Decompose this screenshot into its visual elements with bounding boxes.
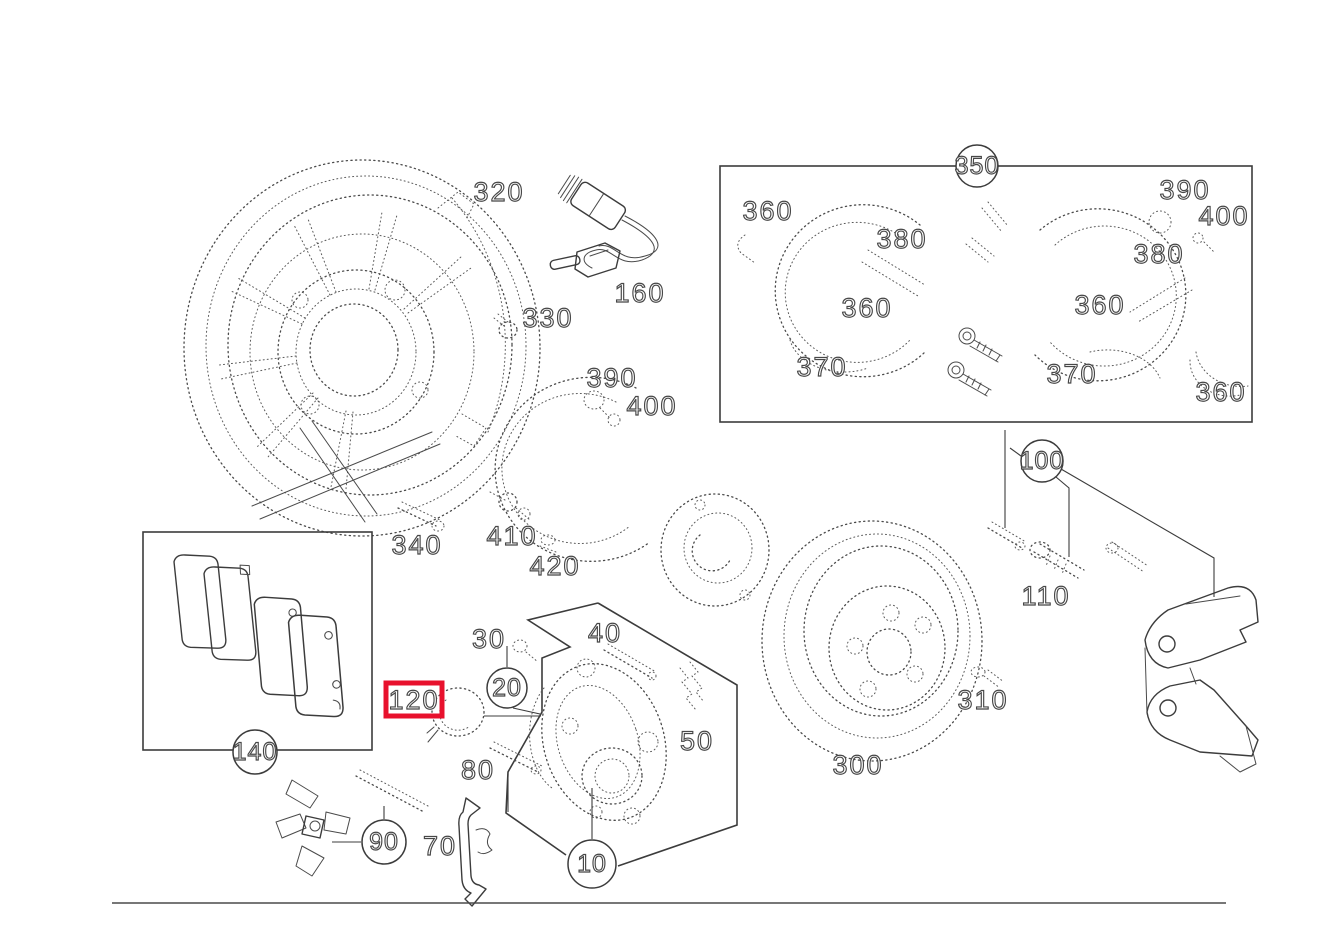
brake-disc-artwork	[761, 520, 983, 762]
svg-text:100: 100	[1020, 447, 1065, 475]
part-callout-410[interactable]: 410	[486, 520, 537, 551]
circled-callout-100[interactable]: 100	[1019, 439, 1065, 483]
backing-plate-artwork	[183, 159, 541, 537]
circled-callout-90[interactable]: 90	[361, 819, 407, 865]
pads-box-artwork	[142, 531, 373, 751]
sleeve-artwork-110	[1029, 541, 1085, 579]
part-callout-360[interactable]: 360	[742, 195, 793, 226]
part-callout-110[interactable]: 110	[1021, 580, 1070, 611]
shoe-bolts	[947, 327, 1003, 397]
seal-artwork-120	[426, 687, 485, 743]
shoe-hold-down-parts	[965, 201, 1009, 263]
wear-sensor-artwork	[549, 174, 659, 278]
callout-circle-90	[361, 819, 407, 865]
circled-callout-10[interactable]: 10	[567, 839, 617, 889]
part-callout-30[interactable]: 30	[471, 623, 506, 654]
screw-artwork-330	[493, 313, 518, 339]
part-callout-160[interactable]: 160	[614, 277, 665, 308]
brake-pads-artwork	[173, 554, 344, 718]
part-callout-390[interactable]: 390	[586, 362, 637, 393]
part-callout-70[interactable]: 70	[422, 830, 457, 861]
left-shoe-set	[737, 204, 926, 378]
circled-callout-140[interactable]: 140	[232, 729, 278, 775]
leader-lines	[332, 430, 1215, 843]
spring-artwork-340	[397, 501, 445, 532]
svg-text:120: 120	[388, 685, 439, 715]
spring-artwork-50	[679, 661, 705, 711]
part-callout-360[interactable]: 360	[1195, 376, 1246, 407]
caliper-box-outline	[505, 602, 738, 867]
caliper-artwork	[489, 639, 705, 825]
svg-text:350: 350	[955, 152, 1000, 180]
guide-pin-artwork-40	[603, 643, 657, 681]
drum-hub-artwork	[660, 493, 770, 607]
callout-circle-350	[955, 144, 999, 188]
part-callout-80[interactable]: 80	[460, 754, 495, 785]
part-callout-40[interactable]: 40	[587, 617, 622, 648]
clip-artwork-70	[458, 797, 493, 907]
part-callout-330[interactable]: 330	[522, 302, 573, 333]
part-callout-370[interactable]: 370	[1046, 358, 1097, 389]
callout-circle-20	[486, 667, 528, 709]
svg-text:20: 20	[492, 674, 522, 702]
spring-clip-artwork-90	[275, 769, 429, 877]
carrier-bracket-artwork	[1144, 585, 1259, 773]
part-callout-320[interactable]: 320	[473, 176, 524, 207]
part-callout-390[interactable]: 390	[1159, 174, 1210, 205]
part-callout-400[interactable]: 400	[1198, 200, 1249, 231]
callout-circle-10	[567, 839, 617, 889]
part-callout-50[interactable]: 50	[679, 725, 714, 756]
part-callout-370[interactable]: 370	[796, 351, 847, 382]
part-callout-340[interactable]: 340	[391, 529, 442, 560]
svg-text:140: 140	[233, 738, 278, 766]
part-callout-380[interactable]: 380	[876, 223, 927, 254]
highlighted-callout-120[interactable]: 120	[383, 680, 445, 719]
parking-shoe-artwork	[489, 376, 651, 562]
part-callout-360[interactable]: 360	[1074, 289, 1125, 320]
part-callout-400[interactable]: 400	[626, 390, 677, 421]
part-callout-300[interactable]: 300	[832, 749, 883, 780]
circled-callout-350[interactable]: 350	[954, 144, 1000, 188]
part-callout-310[interactable]: 310	[957, 684, 1008, 715]
svg-text:10: 10	[577, 850, 607, 878]
svg-text:90: 90	[369, 828, 399, 856]
right-shoe-set	[1034, 208, 1249, 397]
screw-artwork-30	[512, 639, 539, 663]
disc-screw-artwork-310	[970, 666, 1005, 689]
bolt-artwork	[1105, 541, 1149, 573]
callout-circle-140	[232, 729, 278, 775]
part-callout-360[interactable]: 360	[841, 292, 892, 323]
highlight-box	[383, 680, 445, 719]
part-callout-380[interactable]: 380	[1133, 238, 1184, 269]
circled-callout-20[interactable]: 20	[486, 667, 528, 709]
pin-artwork-80	[489, 741, 543, 775]
guide-pin-parts-100	[987, 521, 1149, 579]
part-callout-420[interactable]: 420	[529, 550, 580, 581]
callout-circle-100	[1020, 439, 1064, 483]
